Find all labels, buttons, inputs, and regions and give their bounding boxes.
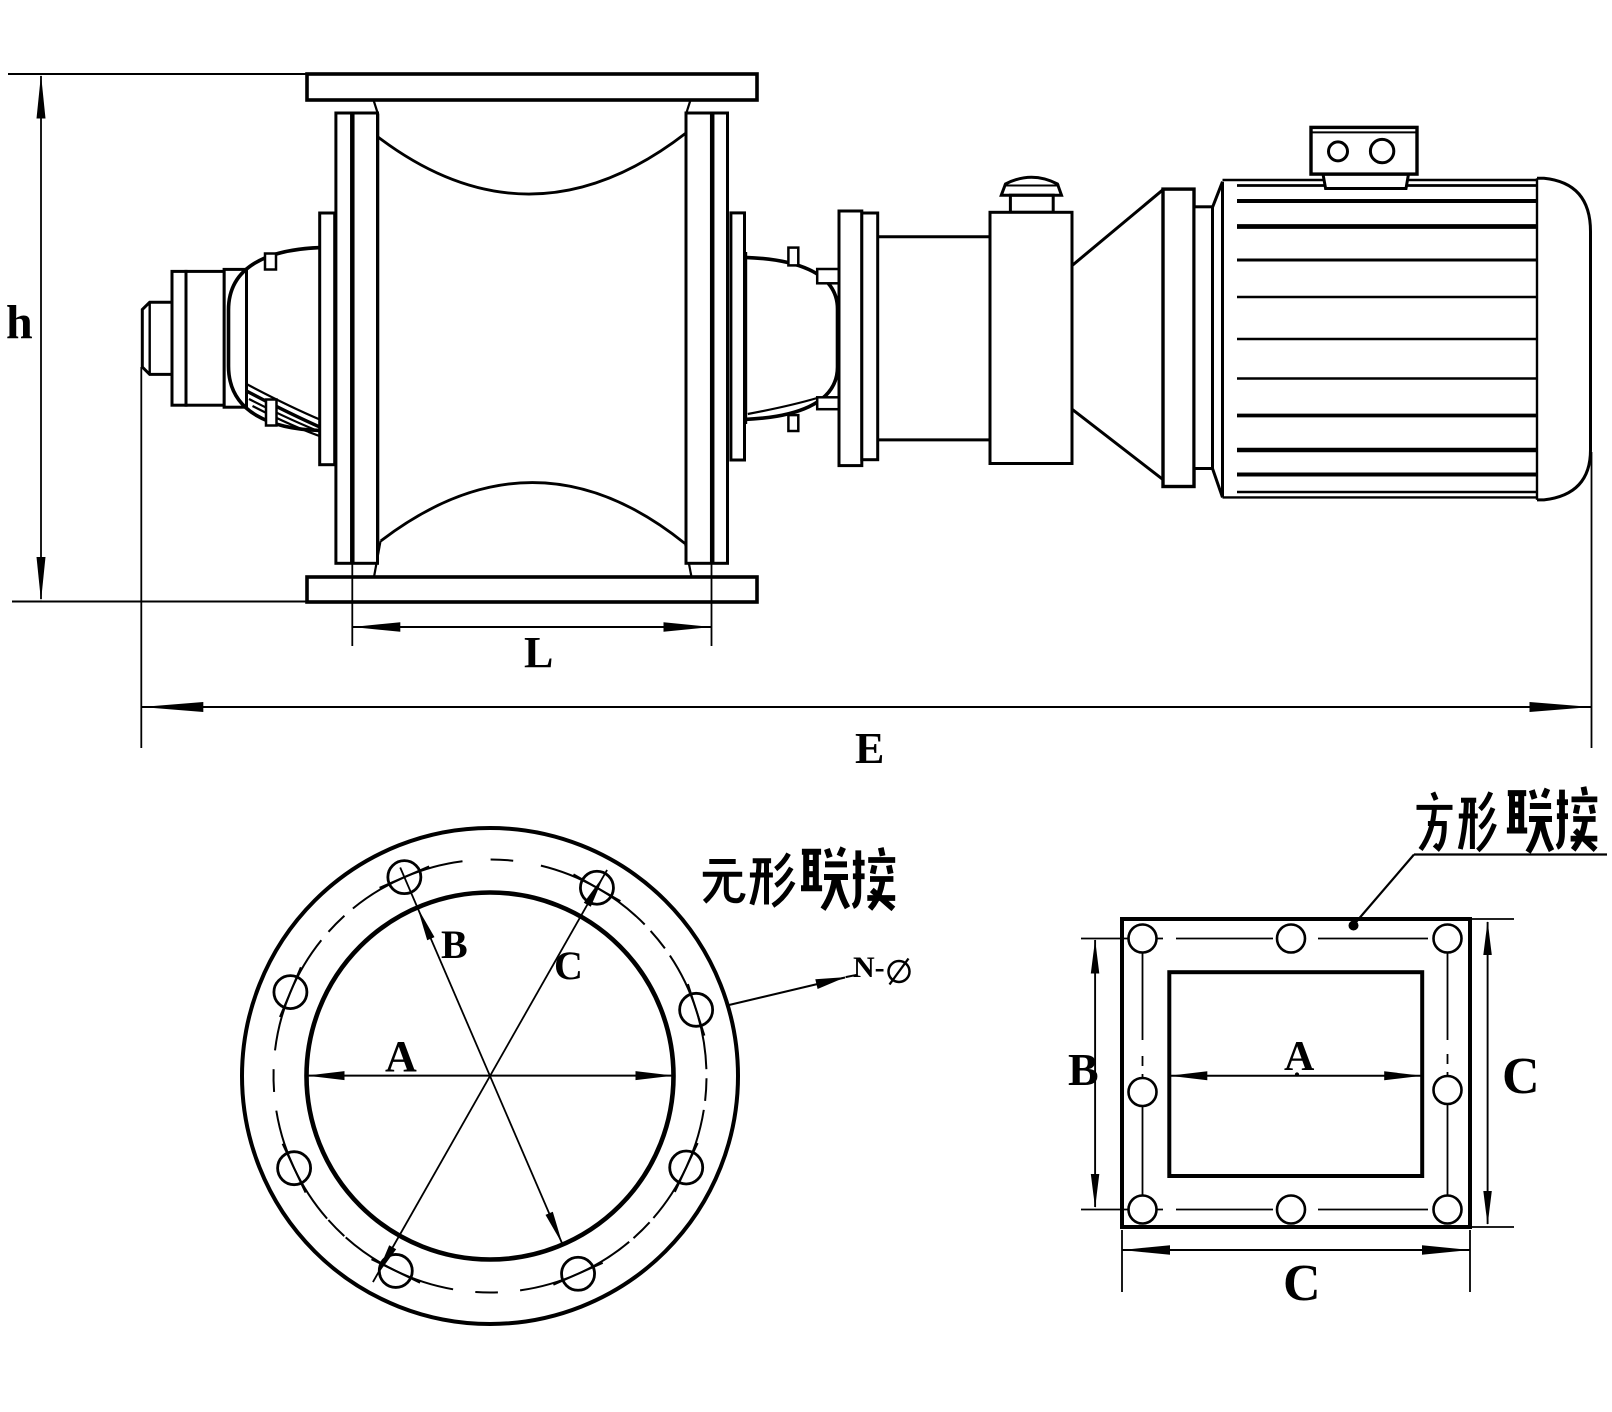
svg-text:B: B — [1068, 1044, 1099, 1095]
svg-text:E: E — [855, 724, 884, 773]
svg-text:A: A — [1284, 1034, 1315, 1080]
svg-text:A: A — [385, 1032, 417, 1081]
svg-text:N-: N- — [853, 951, 885, 984]
svg-text:C: C — [1502, 1048, 1540, 1105]
svg-text:C: C — [1283, 1255, 1321, 1312]
svg-text:h: h — [6, 296, 33, 349]
svg-text:L: L — [524, 628, 553, 677]
svg-text:C: C — [554, 943, 583, 988]
svg-text:B: B — [441, 922, 468, 967]
